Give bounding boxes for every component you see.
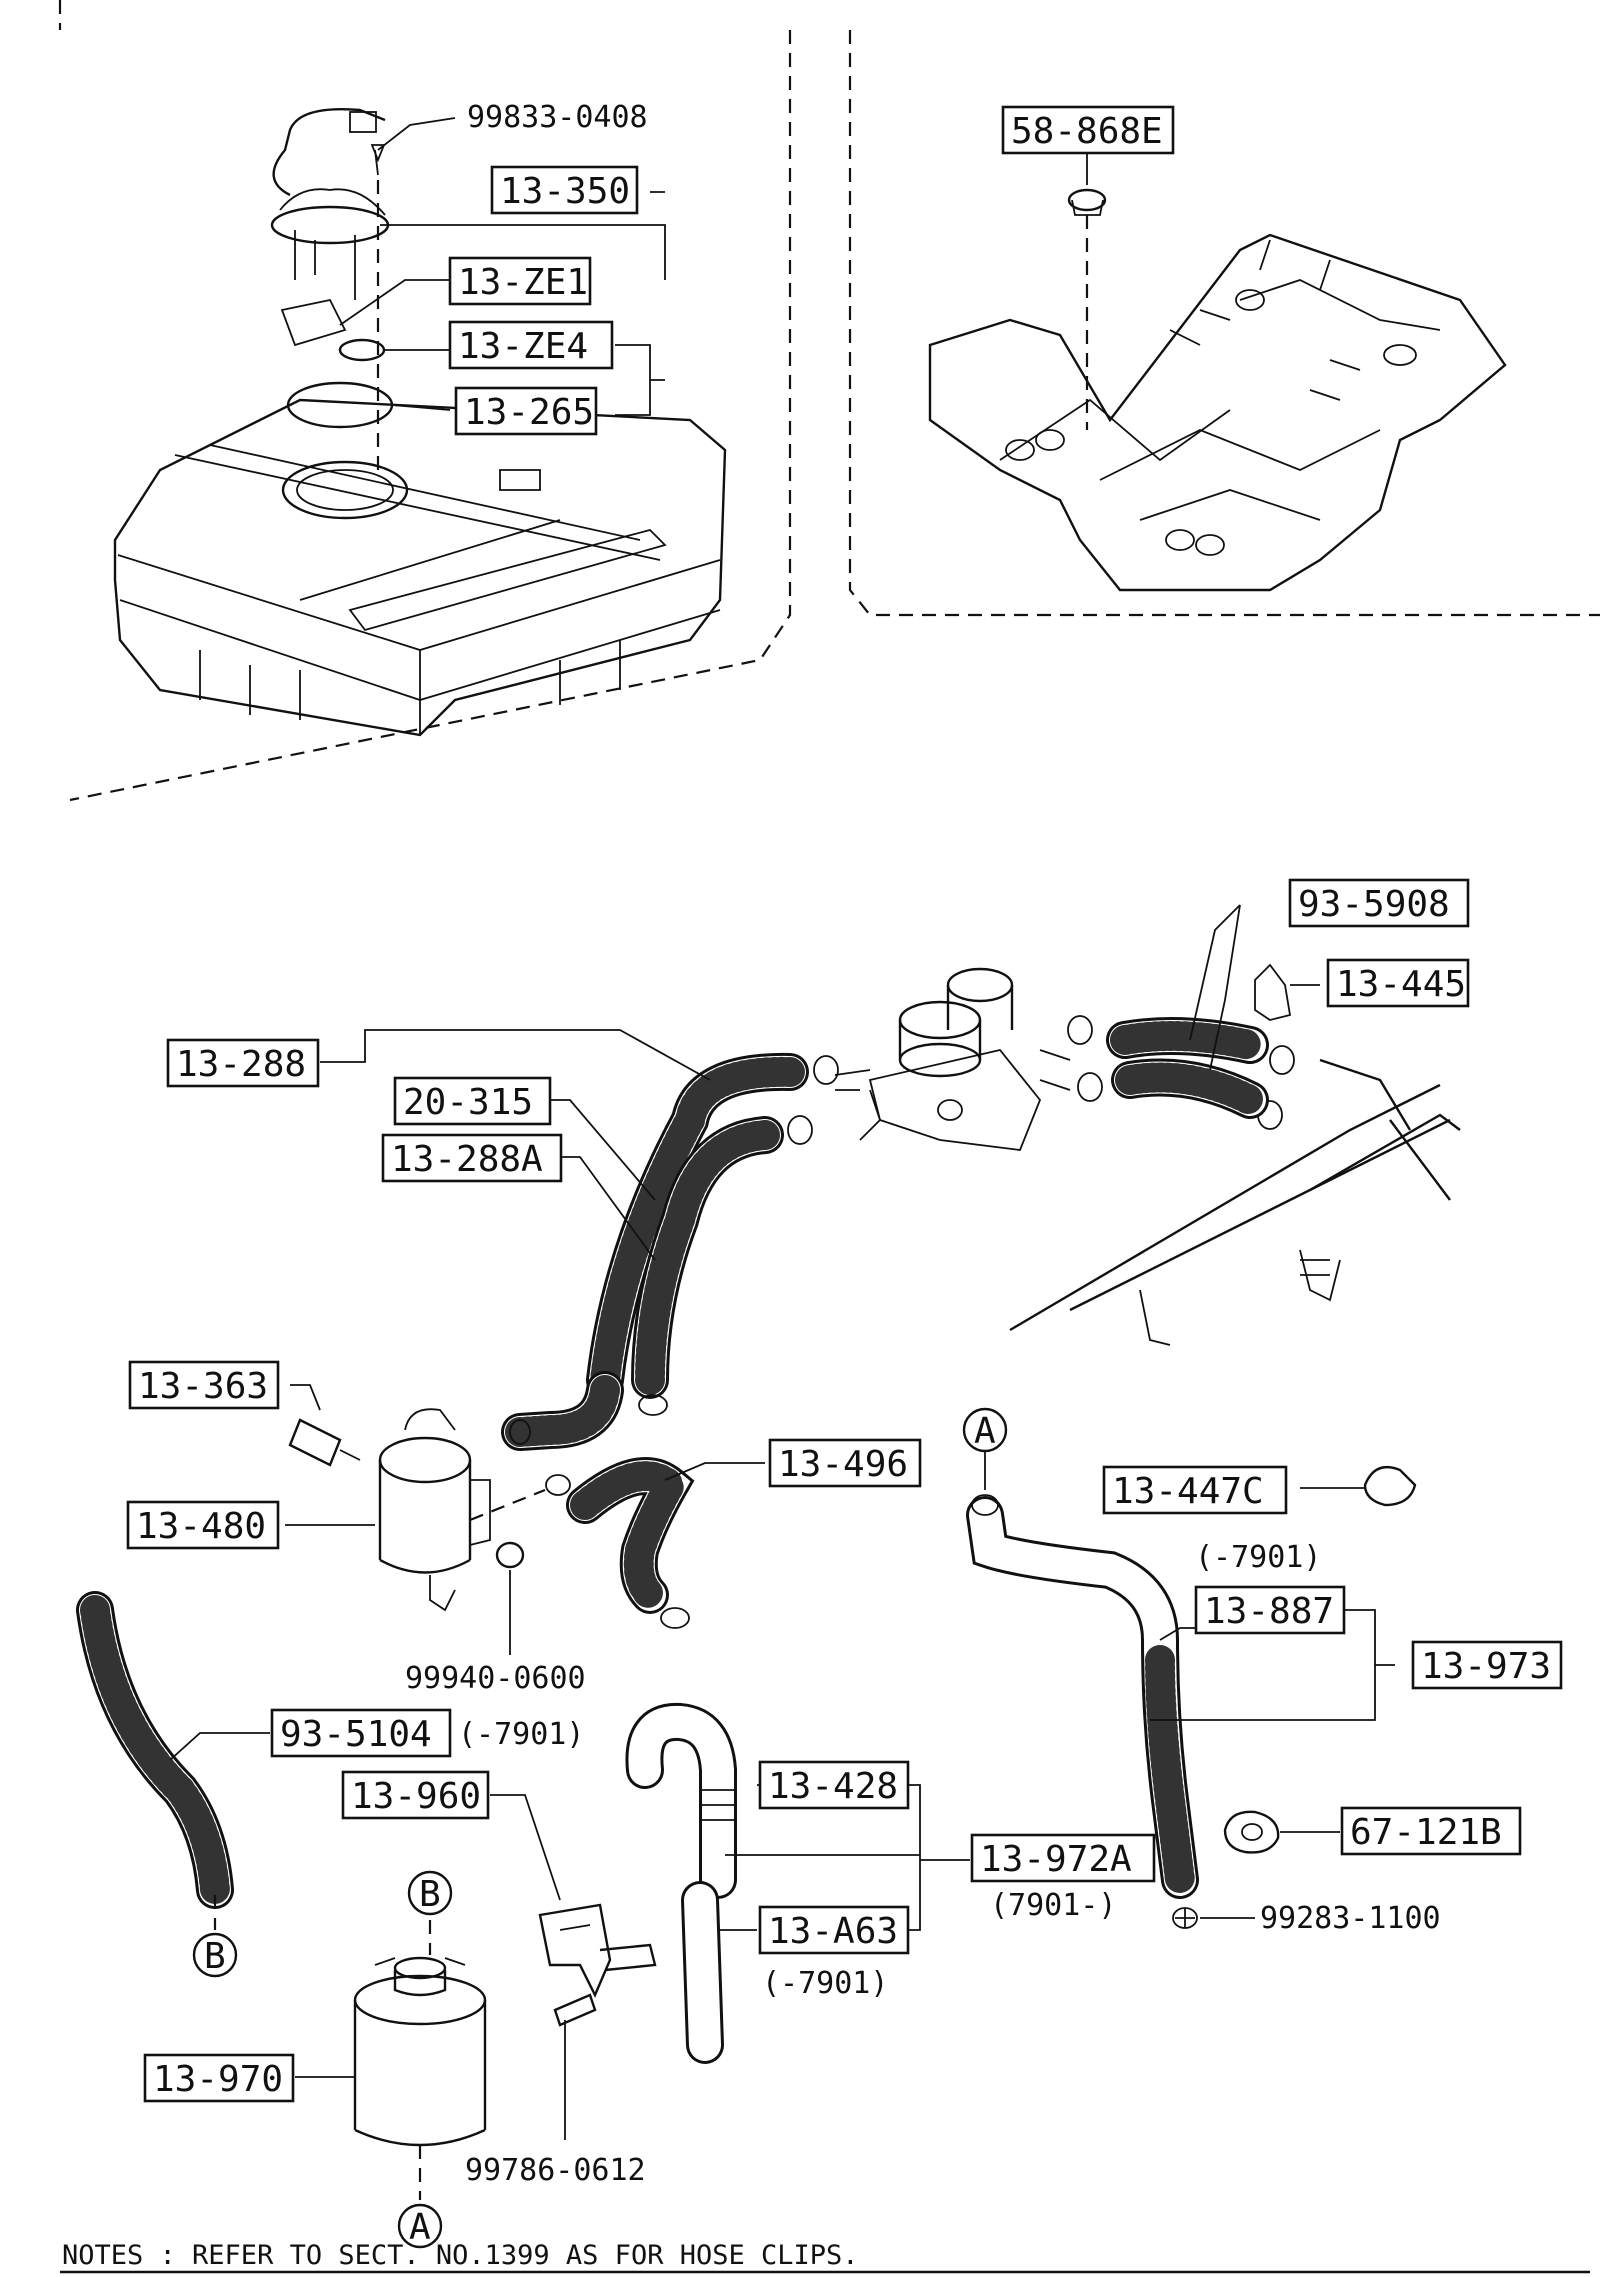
label-13-480: 13-480	[126, 1500, 280, 1550]
clamp-67-121B	[1223, 1810, 1280, 1854]
hose-93-5104	[76, 1591, 234, 1930]
label-58-868E: 58-868E	[1001, 105, 1175, 155]
label-20-315: 20-315	[393, 1076, 552, 1126]
label-13-350: 13-350	[490, 165, 639, 215]
hose-13-496	[509, 1394, 695, 1629]
svg-text:13-363: 13-363	[138, 1366, 268, 1407]
label-99940-0600: 99940-0600	[405, 1661, 586, 1696]
tank-leaders	[339, 117, 666, 470]
hose-to-13-363	[501, 1371, 624, 1451]
label-13-496: 13-496	[768, 1438, 922, 1488]
svg-text:99833-0408: 99833-0408	[467, 100, 648, 135]
svg-text:(-7901): (-7901)	[1195, 1540, 1321, 1575]
label-13-ZE1: 13-ZE1	[448, 256, 592, 306]
svg-text:A: A	[409, 2207, 431, 2248]
svg-text:99940-0600: 99940-0600	[405, 1661, 586, 1696]
canister-13-480	[378, 1408, 571, 1612]
svg-text:(-7901): (-7901)	[458, 1717, 584, 1752]
ref-a-bottom: A	[397, 2203, 443, 2249]
label-13-447C: 13-447C	[1102, 1465, 1288, 1515]
svg-text:13-447C: 13-447C	[1112, 1471, 1264, 1512]
ref-b-canister: B	[407, 1870, 453, 1916]
label-13-288A: 13-288A	[381, 1133, 563, 1183]
label-13-288: 13-288	[166, 1038, 320, 1088]
vehicle-frame	[1009, 1058, 1461, 1346]
svg-text:B: B	[419, 1874, 441, 1915]
clamp-13-447C	[1363, 1465, 1417, 1507]
svg-text:13-428: 13-428	[768, 1766, 898, 1807]
label-13-960: 13-960	[341, 1770, 490, 1820]
hose-13-428	[625, 1703, 737, 2064]
svg-text:13-A63: 13-A63	[768, 1911, 898, 1952]
ref-a-top: A	[962, 1407, 1008, 1453]
svg-text:93-5104: 93-5104	[280, 1714, 432, 1755]
bolt-99786-0612	[553, 1993, 597, 2140]
panel-borders	[58, 0, 1600, 802]
fuel-pump-assembly	[270, 108, 394, 429]
notes: NOTES : REFER TO SECT. NO.1399 AS FOR HO…	[60, 2240, 1590, 2274]
label-67-121B: 67-121B	[1340, 1806, 1522, 1856]
canister-13-970	[353, 1920, 487, 2200]
svg-text:13-480: 13-480	[136, 1506, 266, 1547]
svg-text:58-868E: 58-868E	[1011, 111, 1163, 152]
grommet-58-868E	[1067, 150, 1107, 430]
svg-text:13-ZE4: 13-ZE4	[458, 326, 588, 367]
svg-text:(-7901): (-7901)	[762, 1966, 888, 2001]
valve-13-363	[288, 1418, 361, 1467]
svg-text:13-288: 13-288	[176, 1044, 306, 1085]
svg-text:13-972A: 13-972A	[980, 1839, 1132, 1880]
svg-text:99786-0612: 99786-0612	[465, 2153, 646, 2188]
hose-13-288	[586, 1052, 809, 1399]
label-13-ZE4: 13-ZE4	[448, 320, 614, 370]
clamps	[787, 963, 1295, 1145]
hose-13-887	[966, 1494, 1199, 1929]
label-13-887: 13-887	[1194, 1585, 1346, 1635]
label-13-265: 13-265	[454, 386, 598, 436]
label-99786-0612: 99786-0612	[465, 2153, 646, 2188]
svg-text:13-960: 13-960	[351, 1776, 481, 1817]
svg-text:13-ZE1: 13-ZE1	[458, 262, 588, 303]
label-13-972A: 13-972A (7901-)	[970, 1833, 1156, 1923]
svg-text:13-288A: 13-288A	[391, 1139, 543, 1180]
svg-text:13-496: 13-496	[778, 1444, 908, 1485]
svg-text:13-970: 13-970	[153, 2059, 283, 2100]
svg-text:20-315: 20-315	[403, 1082, 533, 1123]
svg-text:13-350: 13-350	[500, 171, 630, 212]
label-13-428: 13-428	[758, 1760, 910, 1810]
bracket-13-960	[538, 1903, 657, 1998]
ref-b-left: B	[192, 1932, 238, 1978]
label-13-A63: 13-A63 (-7901)	[758, 1905, 910, 2001]
svg-text:99283-1100: 99283-1100	[1260, 1901, 1441, 1936]
hose-13-288A	[631, 1116, 784, 1399]
label-93-5104: 93-5104 (-7901)	[270, 1708, 584, 1758]
hose-93-5908-lower	[1111, 1058, 1269, 1119]
svg-text:A: A	[974, 1411, 996, 1452]
svg-text:13-445: 13-445	[1336, 964, 1466, 1005]
notes-text: NOTES : REFER TO SECT. NO.1399 AS FOR HO…	[62, 2240, 859, 2271]
svg-text:B: B	[204, 1936, 226, 1977]
hose-93-5908-upper	[1106, 1017, 1269, 1064]
label-93-5908: 93-5908	[1288, 878, 1470, 928]
svg-text:93-5908: 93-5908	[1298, 884, 1450, 925]
floor-pan	[928, 233, 1507, 592]
svg-text:13-973: 13-973	[1421, 1646, 1551, 1687]
check-valve-assembly	[834, 967, 1071, 1151]
leader-lines	[169, 904, 1395, 2078]
label-99833-0408: 99833-0408	[467, 100, 648, 135]
svg-text:13-265: 13-265	[464, 392, 594, 433]
label-13-445: 13-445	[1326, 958, 1470, 1008]
label-13-447C-note: (-7901)	[1195, 1540, 1321, 1575]
label-13-970: 13-970	[143, 2053, 295, 2103]
label-13-973: 13-973	[1411, 1640, 1563, 1690]
label-99283-1100: 99283-1100	[1260, 1901, 1441, 1936]
svg-text:67-121B: 67-121B	[1350, 1812, 1502, 1853]
svg-text:(7901-): (7901-)	[990, 1888, 1116, 1923]
svg-text:13-887: 13-887	[1204, 1591, 1334, 1632]
label-13-363: 13-363	[128, 1360, 280, 1410]
fuel-tank	[113, 398, 727, 737]
